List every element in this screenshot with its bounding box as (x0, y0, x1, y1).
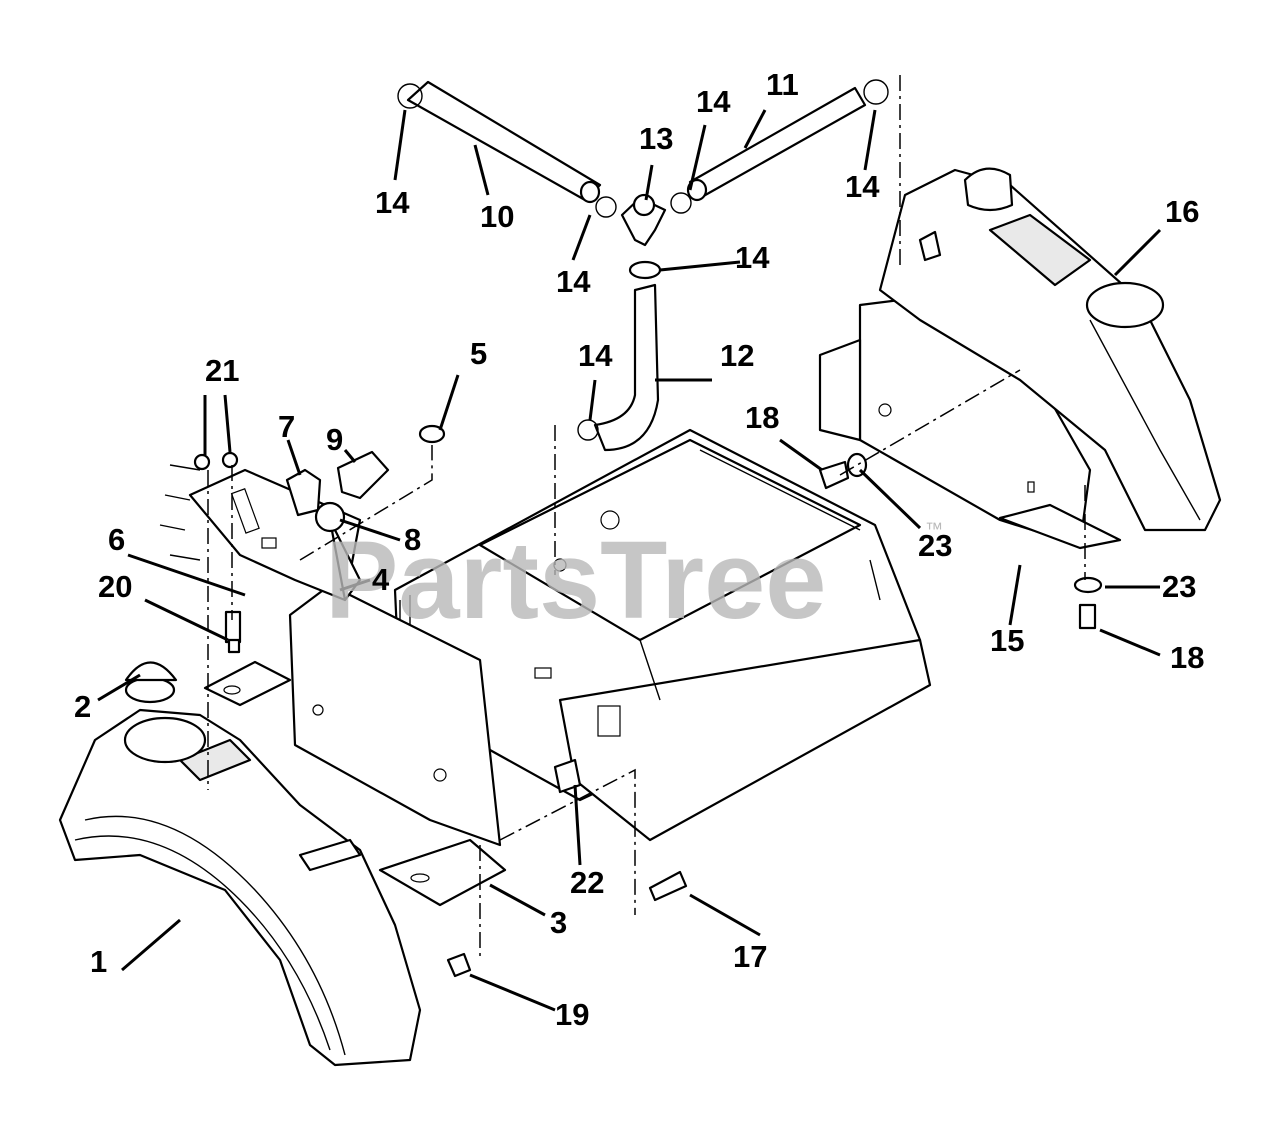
plug-shape (418, 424, 446, 444)
watermark-text: PartsTree (325, 519, 826, 642)
callout-12: 12 (720, 338, 754, 373)
callout-22: 22 (570, 865, 604, 900)
callout-7: 7 (278, 409, 295, 444)
callout-20: 20 (98, 569, 132, 604)
callout-19: 19 (555, 997, 589, 1032)
callout-13: 13 (639, 121, 673, 156)
watermark-trademark: ™ (925, 519, 943, 539)
callout-14-left-joint: 14 (556, 264, 591, 299)
hose-clamps (397, 79, 889, 441)
callout-23-upper: 23 (918, 528, 952, 563)
leader-lines (97, 109, 1162, 1012)
switch-knob-shape (314, 501, 346, 533)
ignition-switch-shape (285, 468, 322, 517)
callout-10: 10 (480, 199, 514, 234)
callout-18-lower: 18 (1170, 640, 1204, 675)
callout-3: 3 (550, 905, 567, 940)
fuel-cap-shape (124, 676, 176, 704)
callout-4: 4 (372, 562, 390, 597)
key-shape (336, 450, 390, 500)
callout-14-right-joint: 14 (696, 84, 731, 119)
right-fender (818, 167, 1222, 532)
callout-11: 11 (766, 67, 799, 102)
callout-16: 16 (1165, 194, 1199, 229)
callout-23-lower: 23 (1162, 569, 1196, 604)
callout-1: 1 (90, 944, 107, 979)
callout-2: 2 (74, 689, 91, 724)
callout-14-lower-joint: 14 (735, 240, 770, 275)
chassis-frame (393, 428, 932, 842)
callout-17: 17 (733, 939, 767, 974)
callout-21: 21 (205, 353, 239, 388)
callout-14-elbow: 14 (578, 338, 613, 373)
callout-15: 15 (990, 623, 1024, 658)
callout-18-upper: 18 (745, 400, 779, 435)
callout-6: 6 (108, 522, 125, 557)
callout-8: 8 (404, 522, 421, 557)
callout-5: 5 (470, 336, 487, 371)
callout-9: 9 (326, 422, 343, 457)
callout-14-top-right: 14 (845, 169, 880, 204)
callout-labels: 1 2 3 4 5 6 7 8 9 10 11 12 13 14 14 14 1… (74, 67, 1204, 1032)
callout-14-top-left: 14 (375, 185, 410, 220)
fuel-tube-assembly (406, 80, 867, 452)
left-fender (58, 708, 422, 1067)
